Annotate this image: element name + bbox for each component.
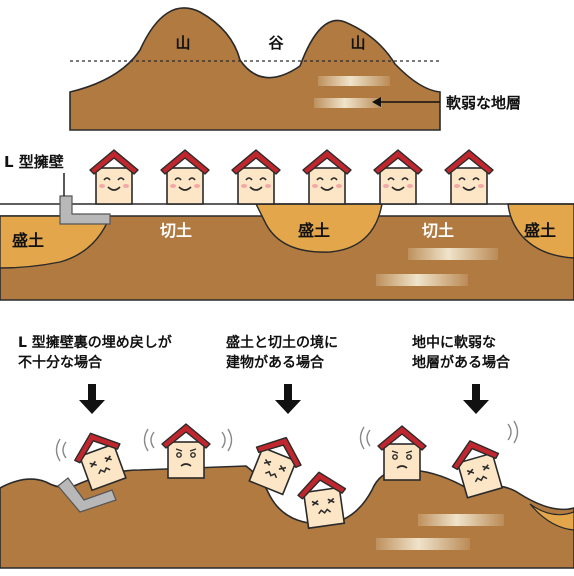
arrow-case-3 — [463, 384, 489, 414]
house-5 — [373, 149, 423, 205]
weak-layer-band-bottom-1 — [418, 514, 504, 526]
case-1-shake-left-2 — [143, 428, 155, 452]
house-2 — [160, 149, 210, 205]
mountain-label-1: 山 — [175, 34, 190, 52]
row-houses — [89, 149, 494, 205]
fill-label-right: 盛土 — [524, 221, 556, 240]
fill-label-mid: 盛土 — [298, 221, 330, 240]
house-1 — [89, 149, 139, 205]
house-6 — [444, 149, 494, 205]
arrow-case-1 — [79, 384, 105, 414]
valley-label: 谷 — [268, 34, 284, 52]
house-4 — [302, 149, 352, 205]
fill-soil-mid — [254, 203, 383, 253]
mountain-label-2: 山 — [350, 34, 365, 52]
case-1-shake-right — [221, 428, 233, 452]
case-3-shake-right — [507, 420, 519, 444]
case-1-shake-left — [55, 438, 67, 462]
retaining-wall-label: L 型擁壁 — [4, 153, 64, 171]
case-3-shake-left — [359, 426, 371, 450]
case-1-line-2: 不十分な場合 — [18, 354, 103, 371]
fill-label-left: 盛土 — [12, 231, 44, 250]
weak-layer-band-bottom-2 — [376, 538, 470, 550]
arrow-case-2 — [275, 384, 301, 414]
case-1-line-1: L 型擁壁裏の埋め戻しが — [18, 334, 173, 351]
middle-cross-section: L 型擁壁 盛土 切土 盛土 切土 盛土 — [0, 149, 574, 301]
mountain-valley-soil — [69, 7, 441, 131]
fill-soil-left — [0, 215, 112, 269]
top-cross-section: 山 谷 山 軟弱な地層 — [69, 7, 521, 131]
weak-layer-band-mid-1 — [408, 248, 498, 260]
cut-label-1: 切土 — [160, 221, 192, 240]
case-1-worried-house — [161, 423, 211, 479]
case-2-line-1: 盛土と切土の境に — [226, 334, 338, 351]
weak-layer-leader — [372, 97, 440, 107]
weak-layer-band-top-2 — [314, 98, 382, 108]
case-3-worried-house — [377, 425, 427, 481]
case-3-line-1: 地中に軟弱な — [412, 334, 496, 351]
case-2-sunk-house — [294, 468, 352, 530]
l-type-retaining-wall — [59, 195, 111, 225]
weak-layer-label: 軟弱な地層 — [446, 94, 521, 112]
weak-layer-band-mid-2 — [376, 274, 468, 286]
house-3 — [231, 149, 281, 205]
cut-label-2: 切土 — [422, 221, 454, 240]
case-3-line-2: 地層がある場合 — [412, 354, 511, 371]
subsided-fill — [529, 503, 574, 531]
weak-layer-band-top — [318, 76, 390, 86]
case-2-line-2: 建物がある場合 — [226, 354, 325, 371]
tilted-l-wall — [57, 477, 117, 513]
bottom-cross-section: L 型擁壁裏の埋め戻しが 不十分な場合 盛土と切土の境に 建物がある場合 地中に… — [0, 334, 574, 569]
fill-soil-right — [507, 203, 574, 259]
